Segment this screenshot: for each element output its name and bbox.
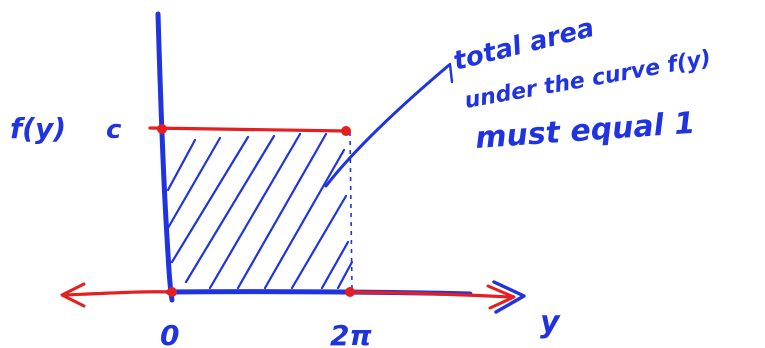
zero-density-line: [63, 290, 512, 299]
pointer-arrowhead: [432, 62, 454, 84]
x-axis-label: y: [540, 305, 561, 340]
origin-label: 0: [160, 319, 179, 348]
shaded-area-hatching: [166, 132, 354, 290]
note-line-1: total area: [450, 13, 597, 77]
y-axis-label: f(y): [10, 112, 66, 145]
c-label: c: [106, 115, 122, 145]
right-arrowhead-red: [486, 284, 516, 310]
density-top-line: [148, 126, 348, 133]
note-line-3: must equal 1: [474, 106, 696, 156]
two-pi-label: 2π: [330, 319, 372, 348]
endpoint-dots: [157, 124, 355, 297]
vertical-axis: [155, 11, 175, 303]
right-arrowhead-blue: [492, 280, 526, 314]
left-arrowhead-red: [60, 282, 86, 308]
pointer-line: [324, 64, 450, 188]
